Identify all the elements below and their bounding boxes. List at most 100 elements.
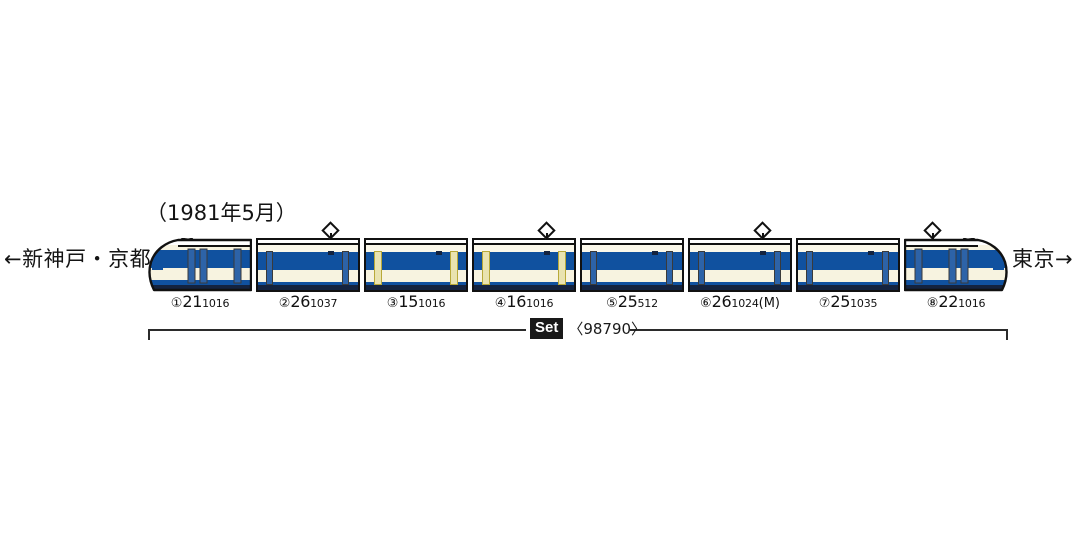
roof-vent bbox=[328, 251, 334, 255]
car-cream-band bbox=[582, 270, 682, 282]
car-door bbox=[806, 251, 813, 285]
train-car bbox=[796, 238, 900, 292]
car-roof bbox=[690, 240, 790, 245]
train-car bbox=[256, 221, 360, 292]
car-body bbox=[472, 238, 576, 292]
car-type: 15 bbox=[398, 292, 419, 311]
pantograph-icon bbox=[320, 221, 342, 240]
car-label: ④161016 bbox=[472, 292, 576, 311]
car-body bbox=[256, 238, 360, 292]
direction-label-left: ←新神戸・京都 bbox=[4, 247, 152, 271]
car-cream-band bbox=[366, 270, 466, 282]
car-window-band bbox=[366, 252, 466, 270]
car-skirt bbox=[366, 285, 466, 290]
car-type: 21 bbox=[182, 292, 203, 311]
set-bracket: Set 〈98790〉 bbox=[148, 318, 1008, 340]
car-skirt bbox=[474, 285, 574, 290]
bracket-tick-left bbox=[148, 329, 150, 340]
car-door bbox=[342, 251, 349, 285]
direction-label-right: 東京→ bbox=[1012, 247, 1074, 271]
car-door bbox=[450, 251, 458, 285]
car-index: ④ bbox=[494, 296, 507, 311]
car-label: ⑥261024(M) bbox=[688, 292, 792, 311]
car-cream-band bbox=[690, 270, 790, 282]
car-type: 26 bbox=[290, 292, 311, 311]
pantograph-icon bbox=[536, 221, 558, 240]
car-number: 1016 bbox=[202, 297, 230, 310]
train-car bbox=[580, 238, 684, 292]
car-window-band bbox=[474, 252, 574, 270]
set-badge-group: Set 〈98790〉 bbox=[530, 318, 646, 339]
car-window-band bbox=[582, 252, 682, 270]
car-window-band bbox=[690, 252, 790, 270]
pantograph-icon bbox=[752, 221, 774, 240]
car-skirt bbox=[582, 285, 682, 290]
car-index: ③ bbox=[386, 296, 399, 311]
car-window-band bbox=[258, 252, 358, 270]
car-index: ⑥ bbox=[700, 296, 712, 311]
roof-vent bbox=[652, 251, 658, 255]
car-roof bbox=[366, 240, 466, 245]
bracket-bar-left bbox=[148, 329, 526, 331]
car-roof bbox=[582, 240, 682, 245]
car-skirt bbox=[798, 285, 898, 290]
car-roof bbox=[258, 240, 358, 245]
car-door bbox=[666, 251, 673, 285]
roof-vent bbox=[760, 251, 766, 255]
set-code: 〈98790〉 bbox=[568, 320, 647, 338]
car-door bbox=[774, 251, 781, 285]
car-number: 1035 bbox=[850, 297, 878, 310]
car-cream-band bbox=[258, 270, 358, 282]
car-label: ③151016 bbox=[364, 292, 468, 311]
train-car bbox=[472, 221, 576, 292]
car-skirt bbox=[258, 285, 358, 290]
car-door bbox=[590, 251, 597, 285]
car-window-band bbox=[798, 252, 898, 270]
train-car bbox=[904, 221, 1008, 292]
car-number: 1037 bbox=[310, 297, 338, 310]
pantograph-icon bbox=[922, 221, 944, 240]
car-index: ⑦ bbox=[818, 296, 831, 311]
train-car bbox=[148, 238, 252, 292]
car-lower-band bbox=[690, 282, 790, 287]
car-body bbox=[796, 238, 900, 292]
car-lower-band bbox=[798, 282, 898, 287]
cab-car-body bbox=[904, 238, 1008, 292]
car-number: 1016 bbox=[526, 297, 554, 310]
cab-car-body bbox=[148, 238, 252, 292]
car-index: ① bbox=[170, 296, 183, 311]
car-skirt bbox=[690, 285, 790, 290]
roof-vent bbox=[544, 251, 550, 255]
car-number: 1024 bbox=[731, 297, 759, 310]
car-roof bbox=[474, 240, 574, 245]
car-label: ②261037 bbox=[256, 292, 360, 311]
car-number: 1016 bbox=[958, 297, 986, 310]
car-door bbox=[266, 251, 273, 285]
car-roof bbox=[798, 240, 898, 245]
car-body bbox=[580, 238, 684, 292]
car-door bbox=[698, 251, 705, 285]
car-cream-band bbox=[474, 270, 574, 282]
car-lower-band bbox=[366, 282, 466, 287]
car-label: ①211016 bbox=[148, 292, 252, 311]
car-index: ② bbox=[278, 296, 291, 311]
car-lower-band bbox=[258, 282, 358, 287]
car-index: ⑤ bbox=[606, 296, 618, 311]
car-motor-flag: (M) bbox=[758, 296, 780, 311]
roof-vent bbox=[436, 251, 442, 255]
set-badge: Set bbox=[530, 318, 564, 339]
car-body bbox=[364, 238, 468, 292]
car-type: 22 bbox=[938, 292, 959, 311]
car-door bbox=[558, 251, 566, 285]
car-type: 25 bbox=[830, 292, 851, 311]
train-car bbox=[364, 238, 468, 292]
car-lower-band bbox=[582, 282, 682, 287]
car-door bbox=[482, 251, 490, 285]
car-index: ⑧ bbox=[926, 296, 939, 311]
car-label: ⑧221016 bbox=[904, 292, 1008, 311]
car-door bbox=[374, 251, 382, 285]
date-caption: （1981年5月） bbox=[146, 201, 297, 225]
car-type: 16 bbox=[506, 292, 527, 311]
